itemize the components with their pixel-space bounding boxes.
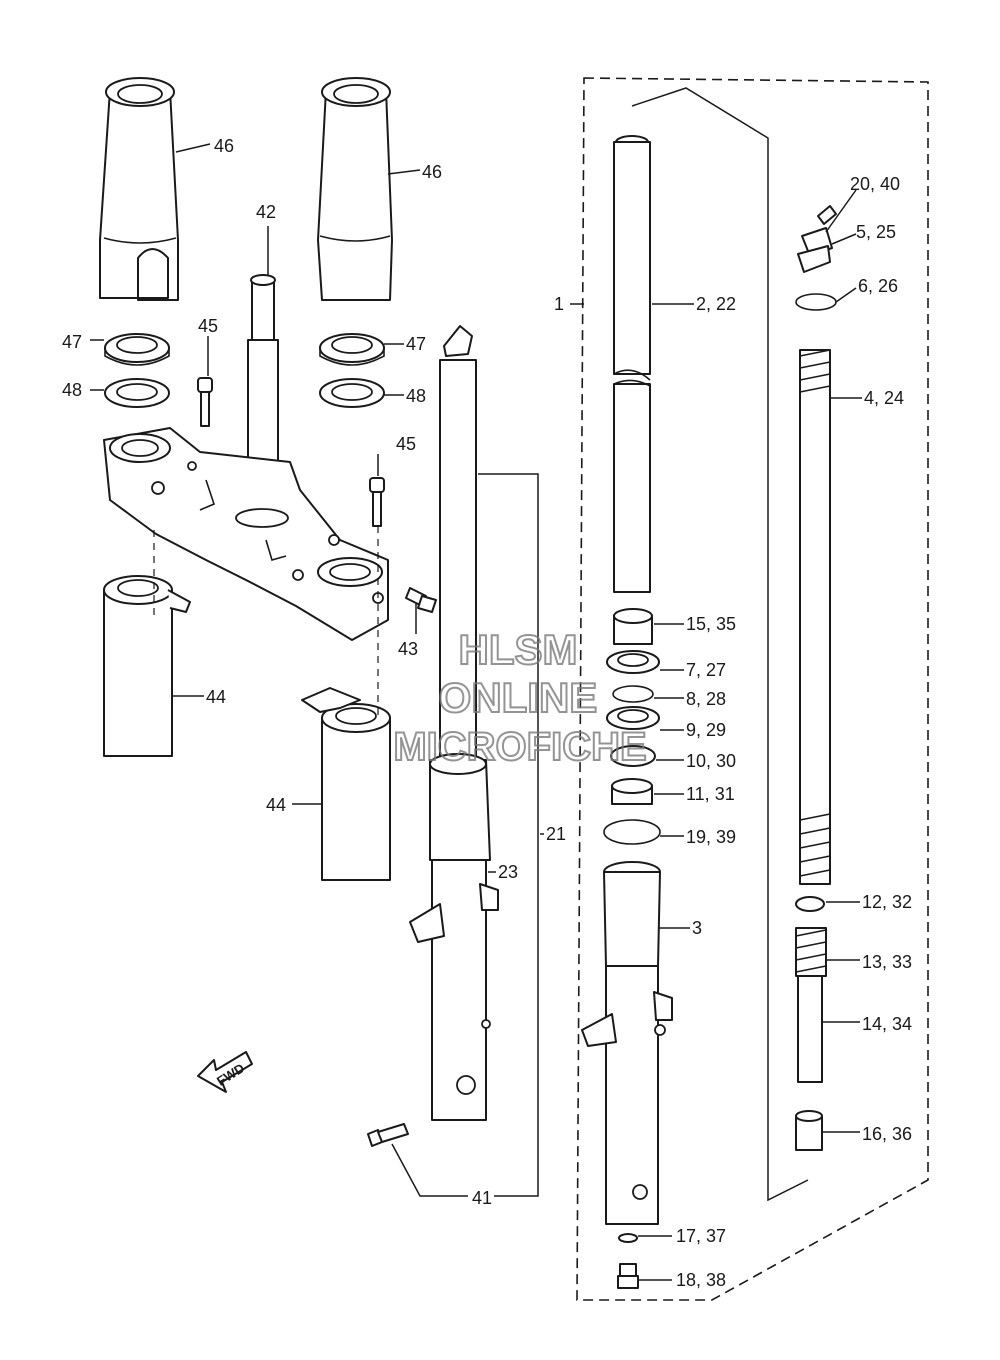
dust-seal <box>606 706 660 730</box>
outer-tube <box>581 861 673 1225</box>
callout-8-28: 8, 28 <box>686 689 726 709</box>
callout-1: 1 <box>554 294 564 314</box>
lower-cover-right <box>301 687 391 881</box>
seal-washer-right <box>319 378 385 408</box>
callout-19-39: 19, 39 <box>686 827 736 847</box>
callout-44-left: 44 <box>206 687 226 707</box>
callout-23: 23 <box>498 862 518 882</box>
callout-9-29: 9, 29 <box>686 720 726 740</box>
cap-bolt <box>797 227 833 273</box>
drain-bolt <box>617 1263 639 1289</box>
callout-13-33: 13, 33 <box>862 952 912 972</box>
callout-10-30: 10, 30 <box>686 751 736 771</box>
leader-lines <box>90 143 862 1281</box>
inner-tube-bracket <box>631 87 809 1202</box>
cap-o-ring <box>795 293 837 311</box>
callout-46-right: 46 <box>422 162 442 182</box>
callout-44-right: 44 <box>266 795 286 815</box>
o-ring-large <box>603 819 661 845</box>
fork-cover-right <box>317 77 393 301</box>
callout-20-40: 20, 40 <box>850 174 900 194</box>
callout-46-left: 46 <box>214 136 234 156</box>
lower-cover-left <box>103 575 191 757</box>
callout-45-lower: 45 <box>396 434 416 454</box>
spring-seat <box>795 896 825 912</box>
fork-cover-left <box>99 77 179 301</box>
circlip <box>612 685 654 703</box>
bearing-race-left <box>104 333 170 366</box>
callout-43: 43 <box>398 639 418 659</box>
callout-3: 3 <box>692 918 702 938</box>
drain-washer <box>618 1233 638 1243</box>
bearing-race-right <box>319 333 385 366</box>
pinch-bolt-upper <box>197 377 213 427</box>
clamp-bolt <box>405 587 437 613</box>
oil-lock-piece <box>795 1110 823 1151</box>
callout-41: 41 <box>472 1188 492 1208</box>
callout-labels: 46 46 42 47 47 45 48 48 45 43 44 44 1 2,… <box>62 136 912 1290</box>
callout-42: 42 <box>256 202 276 222</box>
callout-45-upper: 45 <box>198 316 218 336</box>
under-bracket <box>103 427 389 641</box>
callout-2-22: 2, 22 <box>696 294 736 314</box>
callout-17-37: 17, 37 <box>676 1226 726 1246</box>
oil-seal <box>606 650 660 674</box>
callout-18-38: 18, 38 <box>676 1270 726 1290</box>
guide-bushing <box>611 778 653 805</box>
callout-15-35: 15, 35 <box>686 614 736 634</box>
callout-6-26: 6, 26 <box>858 276 898 296</box>
damper-rod <box>797 975 823 1083</box>
fork-21-bracket <box>478 473 539 1197</box>
callout-48-left: 48 <box>62 380 82 400</box>
fork-spring <box>799 349 831 885</box>
watermark: HLSM ONLINE MICROFICHE <box>392 625 647 770</box>
cap-bolt-plug <box>817 205 837 225</box>
slide-bushing <box>613 608 653 645</box>
callout-7-27: 7, 27 <box>686 660 726 680</box>
front-fork-assembled <box>409 325 499 1121</box>
callout-47-left: 47 <box>62 332 82 352</box>
axle-bolt <box>367 1123 409 1147</box>
callout-48-right: 48 <box>406 386 426 406</box>
inner-tube <box>613 135 651 593</box>
seal-washer-left <box>104 378 170 408</box>
callout-12-32: 12, 32 <box>862 892 912 912</box>
pinch-bolt-lower <box>369 477 385 527</box>
watermark-line-2: ONLINE <box>439 674 598 721</box>
fwd-arrow-icon: FWD <box>197 1051 253 1093</box>
watermark-line-3: MICROFICHE <box>393 725 646 769</box>
watermark-line-1: HLSM <box>459 626 578 673</box>
callout-16-36: 16, 36 <box>862 1124 912 1144</box>
callout-47-right: 47 <box>406 334 426 354</box>
callout-14-34: 14, 34 <box>862 1014 912 1034</box>
washer <box>610 745 656 767</box>
callout-4-24: 4, 24 <box>864 388 904 408</box>
callout-21: 21 <box>546 824 566 844</box>
callout-5-25: 5, 25 <box>856 222 896 242</box>
callout-11-31: 11, 31 <box>686 784 735 804</box>
rebound-spring <box>795 927 827 977</box>
centerlines <box>153 526 379 720</box>
